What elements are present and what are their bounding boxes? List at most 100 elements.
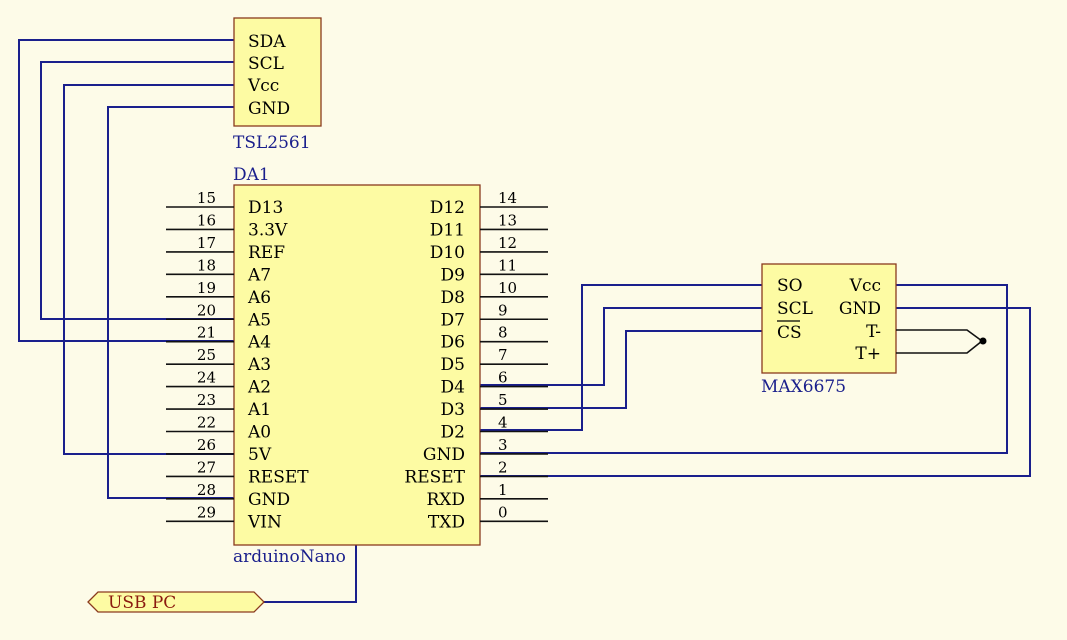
nano-left-pin-number: 20 bbox=[197, 301, 216, 319]
max6675-pin-label: T- bbox=[866, 322, 881, 342]
usb-port-shape bbox=[87, 591, 265, 613]
nano-right-pin-number: 12 bbox=[498, 234, 517, 252]
max6675-pin-label: SO bbox=[777, 276, 803, 296]
usb-port-label: USB PC bbox=[108, 593, 176, 613]
max6675-pin-label: GND bbox=[839, 299, 881, 319]
nano-right-pin-label: D7 bbox=[441, 310, 465, 330]
nano-right-pin-number: 1 bbox=[498, 481, 508, 499]
nano-left-pin-number: 25 bbox=[197, 346, 216, 364]
nano-left-pin-label: 3.3V bbox=[248, 220, 288, 240]
max6675-body bbox=[761, 263, 897, 374]
nano-right-pin-number: 6 bbox=[498, 369, 508, 387]
nano-left-pin-number: 29 bbox=[197, 503, 216, 521]
tsl2561-pin-label: GND bbox=[248, 99, 290, 119]
nano-right-pin-label: D9 bbox=[441, 265, 465, 285]
nano-left-pin-label: A7 bbox=[247, 265, 271, 285]
nano-left-pin-label: A3 bbox=[247, 355, 271, 375]
nano-left-pin-label: REF bbox=[248, 243, 285, 263]
wire-gnd-gnd bbox=[107, 106, 234, 499]
nano-left-pin-number: 15 bbox=[197, 189, 216, 207]
nano-right-pins: 14D1213D1112D1011D910D89D78D67D56D45D34D… bbox=[404, 189, 548, 532]
nano-left-pin-number: 27 bbox=[197, 458, 216, 476]
nano-left-pin-label: A2 bbox=[247, 378, 271, 398]
nano-right-pin-label: D8 bbox=[441, 288, 465, 308]
nano-right-pin-number: 5 bbox=[498, 391, 508, 409]
usb-pc-port: USB PC bbox=[87, 591, 265, 613]
nano-right-pin-number: 4 bbox=[498, 414, 508, 432]
nano-designator: DA1 bbox=[233, 165, 270, 185]
nano-right-pin-label: RXD bbox=[426, 490, 465, 510]
max6675-designator: MAX6675 bbox=[761, 377, 846, 397]
wire-sda-a4 bbox=[18, 39, 234, 342]
nano-right-pin-number: 0 bbox=[498, 503, 508, 521]
nano-right-pin-label: D12 bbox=[430, 198, 465, 218]
nano-left-pin-number: 23 bbox=[197, 391, 216, 409]
nano-left-pin-number: 16 bbox=[197, 211, 216, 229]
wire-so-d2 bbox=[480, 284, 762, 431]
nano-left-pin-label: A1 bbox=[247, 400, 271, 420]
thermocouple-leads bbox=[896, 329, 984, 354]
nano-left-pin-number: 17 bbox=[197, 234, 216, 252]
nano-left-pin-label: A6 bbox=[247, 288, 271, 308]
nano-left-pin-number: 22 bbox=[197, 414, 216, 432]
max6675-pin-label: Vcc bbox=[849, 276, 881, 296]
tsl2561-designator: TSL2561 bbox=[233, 133, 311, 153]
wire-scl-d4 bbox=[480, 307, 762, 386]
nano-right-pin-label: D2 bbox=[441, 423, 465, 443]
nano-left-pin-label: A0 bbox=[247, 423, 271, 443]
max6675-pin-label: SCL bbox=[777, 299, 813, 319]
nano-right-pin-label: D10 bbox=[430, 243, 465, 263]
tsl2561-pin-label: Vcc bbox=[247, 76, 279, 96]
nano-right-pin-label: D6 bbox=[441, 333, 465, 353]
nano-name: arduinoNano bbox=[233, 547, 346, 567]
nano-right-pin-number: 2 bbox=[498, 458, 508, 476]
max6675-component: SO SCL CS Vcc GND T- T+ MAX6675 bbox=[761, 263, 987, 397]
tsl2561-body bbox=[233, 17, 322, 127]
nano-left-pin-number: 21 bbox=[197, 324, 216, 342]
nano-right-pin-label: TXD bbox=[428, 512, 465, 532]
nano-left-pin-label: A4 bbox=[247, 333, 271, 353]
wire-cs-d3 bbox=[480, 330, 762, 409]
nano-left-pin-number: 26 bbox=[197, 436, 216, 454]
nano-right-pin-number: 3 bbox=[498, 436, 508, 454]
nano-right-pin-number: 10 bbox=[498, 279, 517, 297]
nano-right-pin-label: D5 bbox=[441, 355, 465, 375]
nano-left-pin-label: GND bbox=[248, 490, 290, 510]
wire-usb bbox=[264, 545, 357, 603]
nano-right-pin-number: 9 bbox=[498, 301, 508, 319]
wire-scl-a5 bbox=[40, 61, 234, 320]
nano-right-pin-label: D3 bbox=[441, 400, 465, 420]
nano-left-pin-number: 28 bbox=[197, 481, 216, 499]
nano-right-pin-label: RESET bbox=[404, 467, 465, 487]
max6675-pin-label: T+ bbox=[855, 344, 881, 364]
nano-left-pin-label: A5 bbox=[247, 310, 271, 330]
nano-left-pin-number: 24 bbox=[197, 369, 216, 387]
nano-left-pin-label: D13 bbox=[248, 198, 283, 218]
wire-vcc-5v bbox=[63, 84, 234, 455]
nano-left-pin-label: RESET bbox=[248, 467, 309, 487]
nano-right-pin-number: 11 bbox=[498, 256, 517, 274]
wire-vcc-gnd bbox=[480, 284, 1008, 454]
nano-right-pin-number: 7 bbox=[498, 346, 508, 364]
tsl2561-pin-label: SDA bbox=[248, 32, 286, 52]
nano-right-pin-number: 14 bbox=[498, 189, 517, 207]
nano-right-pin-number: 13 bbox=[498, 211, 517, 229]
nano-left-pin-number: 18 bbox=[197, 256, 216, 274]
nano-left-pin-number: 19 bbox=[197, 279, 216, 297]
tsl2561-component: SDA SCL Vcc GND TSL2561 bbox=[233, 17, 322, 153]
nano-right-pin-label: D11 bbox=[430, 220, 465, 240]
nano-left-pin-label: VIN bbox=[247, 512, 282, 532]
nano-body bbox=[233, 184, 481, 546]
wires bbox=[18, 39, 1031, 603]
thermocouple-junction bbox=[979, 337, 987, 345]
tsl2561-pin-label: SCL bbox=[248, 54, 284, 74]
max6675-pin-label: CS bbox=[777, 323, 802, 343]
nano-right-pin-label: D4 bbox=[441, 378, 465, 398]
nano-right-pin-label: GND bbox=[423, 445, 465, 465]
nano-left-pin-label: 5V bbox=[248, 445, 272, 465]
nano-right-pin-number: 8 bbox=[498, 324, 508, 342]
wire-gnd-reset bbox=[480, 307, 1031, 477]
